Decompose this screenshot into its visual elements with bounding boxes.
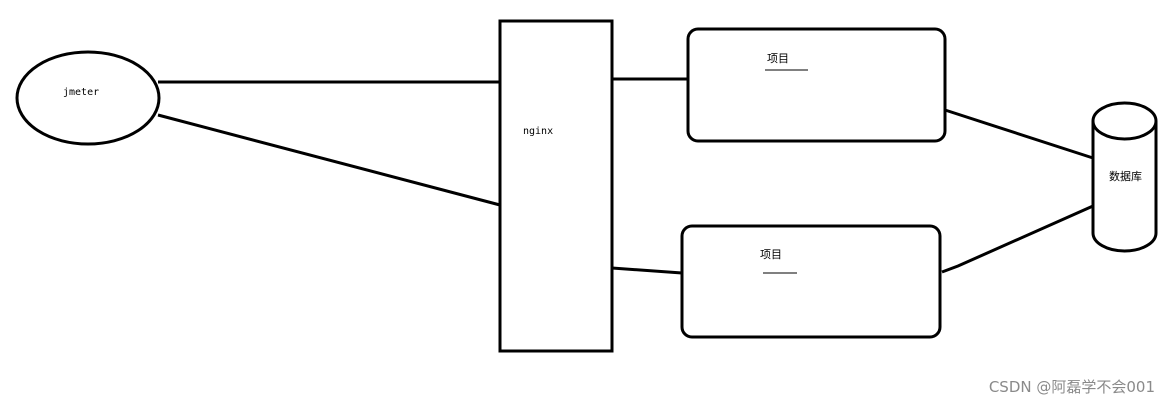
database-label: 数据库 <box>1109 169 1142 183</box>
project-top-box <box>686 27 947 143</box>
database-node: 数据库 <box>1091 101 1158 253</box>
jmeter-node: jmeter <box>15 50 161 146</box>
watermark-text: CSDN @阿磊学不会001 <box>989 378 1155 396</box>
edge-project-bottom-database <box>941 204 1094 274</box>
database-bottom <box>1091 232 1158 253</box>
edge-nginx-project-bottom <box>611 266 683 275</box>
nginx-label: nginx <box>523 126 553 137</box>
project-top-label: 项目 <box>767 52 789 65</box>
nginx-box <box>498 19 614 353</box>
nginx-node: nginx <box>498 19 614 353</box>
database-top <box>1091 101 1158 141</box>
edge-jmeter-nginx-bottom <box>157 113 501 207</box>
project-bottom-box <box>680 224 942 339</box>
jmeter-label: jmeter <box>63 87 99 98</box>
project-bottom-label: 项目 <box>760 248 782 261</box>
jmeter-ellipse <box>15 50 161 146</box>
project-top-node: 项目 <box>686 27 947 143</box>
project-bottom-node: 项目 <box>680 224 942 339</box>
connectors <box>157 77 1094 275</box>
edge-project-top-database <box>944 108 1094 160</box>
